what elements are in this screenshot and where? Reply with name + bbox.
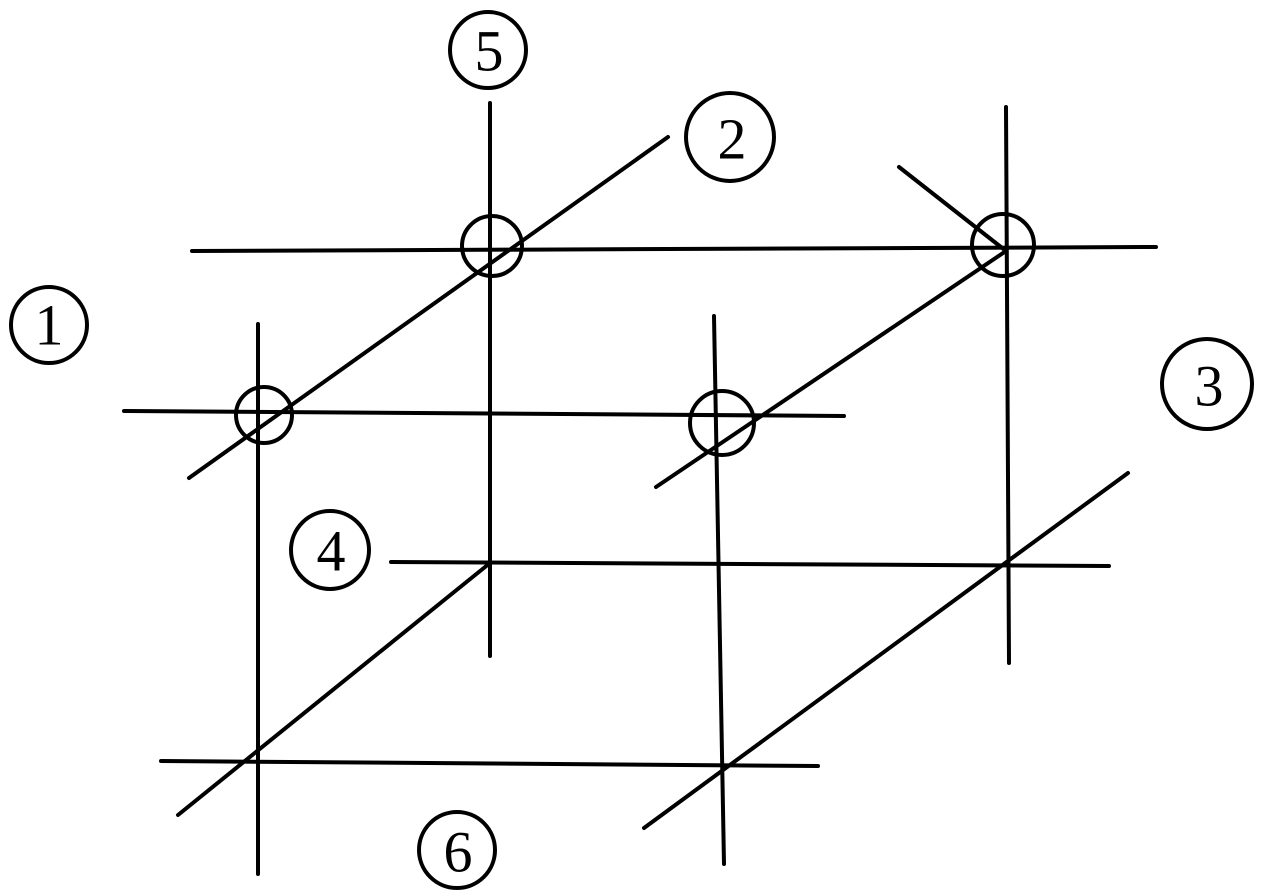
bottom-left-diagonal-line	[176, 561, 492, 817]
label-4-ring	[289, 509, 371, 591]
label-1-text: 1	[35, 293, 64, 358]
label-6: 6	[417, 810, 497, 890]
bottom-front-horizontal-line	[159, 759, 820, 768]
top-front-horizontal-line	[122, 409, 846, 418]
top-right-diagonal-stub	[897, 165, 1008, 253]
top-front-left-node	[234, 385, 294, 445]
label-3-ring	[1160, 337, 1254, 431]
top-back-horizontal-line	[190, 245, 1158, 253]
label-2: 2	[684, 91, 776, 183]
label-6-text: 6	[444, 820, 473, 885]
label-4: 4	[289, 509, 371, 591]
label-6-ring	[417, 810, 497, 890]
bottom-back-horizontal-line	[389, 560, 1111, 568]
label-3: 3	[1160, 337, 1254, 431]
label-2-text: 2	[718, 107, 747, 172]
label-1: 1	[9, 285, 89, 365]
bottom-right-diagonal-line	[642, 471, 1130, 830]
label-3-text: 3	[1195, 354, 1224, 419]
top-back-left-node	[460, 214, 524, 278]
top-left-diagonal-line	[187, 135, 670, 480]
front-right-vertical-line	[712, 314, 726, 866]
label-5: 5	[448, 10, 528, 90]
label-5-ring	[448, 10, 528, 90]
top-back-right-node	[970, 212, 1036, 278]
label-1-ring	[9, 285, 89, 365]
back-right-vertical-line	[1004, 105, 1011, 665]
top-right-diagonal-line	[654, 249, 1008, 489]
label-4-text: 4	[317, 519, 346, 584]
label-2-ring	[684, 91, 776, 183]
label-5-text: 5	[475, 19, 504, 84]
top-front-right-node	[688, 389, 756, 457]
